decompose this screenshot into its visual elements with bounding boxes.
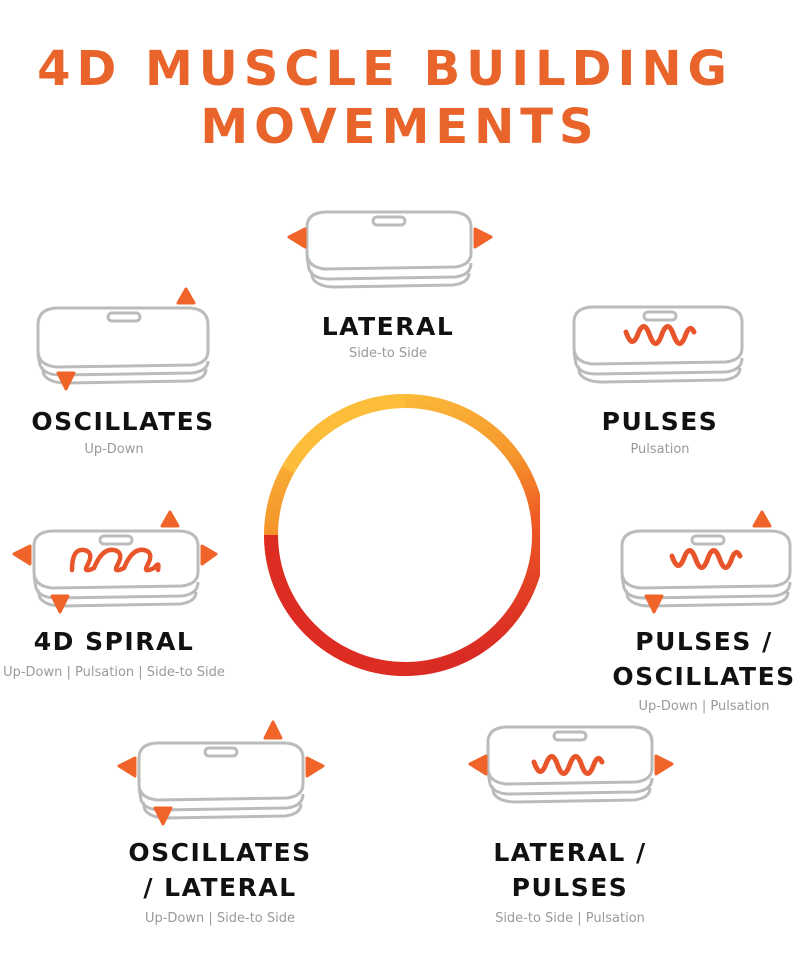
label-oscillates: OSCILLATES [31,407,215,436]
ring-arc-red [264,534,406,676]
ring-arc-yellow [281,394,406,474]
title-line-2: MOVEMENTS [200,99,600,155]
label-oscillates-lateral-line2: / LATERAL [143,873,297,902]
device-oscillates-lateral-icon [117,720,325,826]
device-pulses-icon [572,305,744,384]
movement-ring [264,394,540,676]
device-pulses-oscillates-icon [620,510,792,614]
desc-pulses-oscillates: Up-Down | Pulsation [638,699,770,714]
label-lateral-pulses-line1: LATERAL / [493,838,647,867]
device-4d-spiral-icon [12,510,218,614]
device-lateral-pulses-icon [468,725,674,804]
label-lateral-pulses-line2: PULSES [511,873,629,902]
desc-pulses: Pulsation [630,442,690,457]
desc-4d-spiral: Up-Down | Pulsation | Side-to Side [3,665,225,680]
device-oscillates-icon [36,287,210,391]
label-pulses-oscillates-line2: OSCILLATES [612,662,796,691]
label-pulses-oscillates-line1: PULSES / [635,627,773,656]
device-lateral-icon [287,210,493,289]
label-4d-spiral: 4D SPIRAL [33,627,195,656]
label-oscillates-lateral-line1: OSCILLATES [128,838,312,867]
desc-lateral: Side-to Side [348,346,428,361]
title-line-1: 4D MUSCLE BUILDING [37,41,733,97]
label-pulses: PULSES [601,407,719,436]
label-lateral: LATERAL [321,312,455,341]
desc-lateral-pulses: Side-to Side | Pulsation [495,911,645,926]
desc-oscillates: Up-Down [84,442,144,457]
desc-oscillates-lateral: Up-Down | Side-to Side [144,911,296,926]
